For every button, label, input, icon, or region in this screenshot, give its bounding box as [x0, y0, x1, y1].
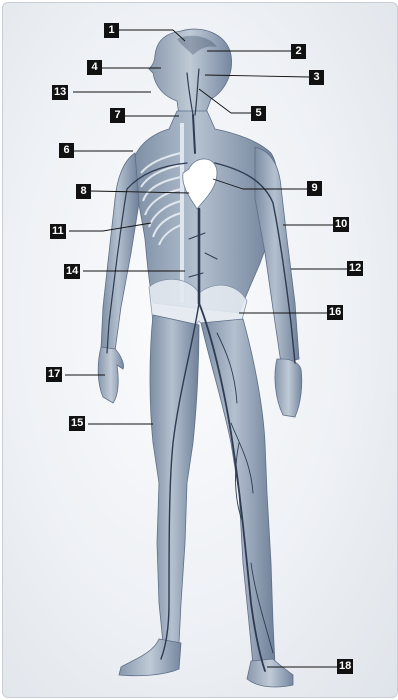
callout-label: 10 — [333, 217, 349, 232]
left-leg — [201, 319, 275, 665]
callout-label: 4 — [87, 60, 102, 75]
callout-label: 8 — [76, 184, 91, 199]
right-foot — [119, 639, 181, 676]
callout-label: 15 — [69, 416, 85, 431]
callout-label: 9 — [307, 181, 322, 196]
callout-label: 16 — [327, 305, 343, 320]
callout-label: 6 — [59, 143, 74, 158]
callout-label: 13 — [52, 85, 68, 100]
callout-label: 17 — [46, 367, 62, 382]
callout-label: 7 — [110, 108, 125, 123]
callout-label: 5 — [251, 106, 266, 121]
anatomy-illustration — [3, 3, 397, 697]
callout-label: 12 — [347, 261, 363, 276]
right-leg — [150, 315, 199, 643]
callout-label: 2 — [291, 44, 306, 59]
callout-label: 11 — [50, 224, 66, 239]
callout-label: 1 — [104, 23, 119, 38]
left-foot — [247, 659, 293, 687]
left-hand — [275, 359, 302, 417]
callout-label: 3 — [309, 70, 324, 85]
callout-label: 14 — [64, 264, 80, 279]
callout-label: 18 — [337, 659, 353, 674]
